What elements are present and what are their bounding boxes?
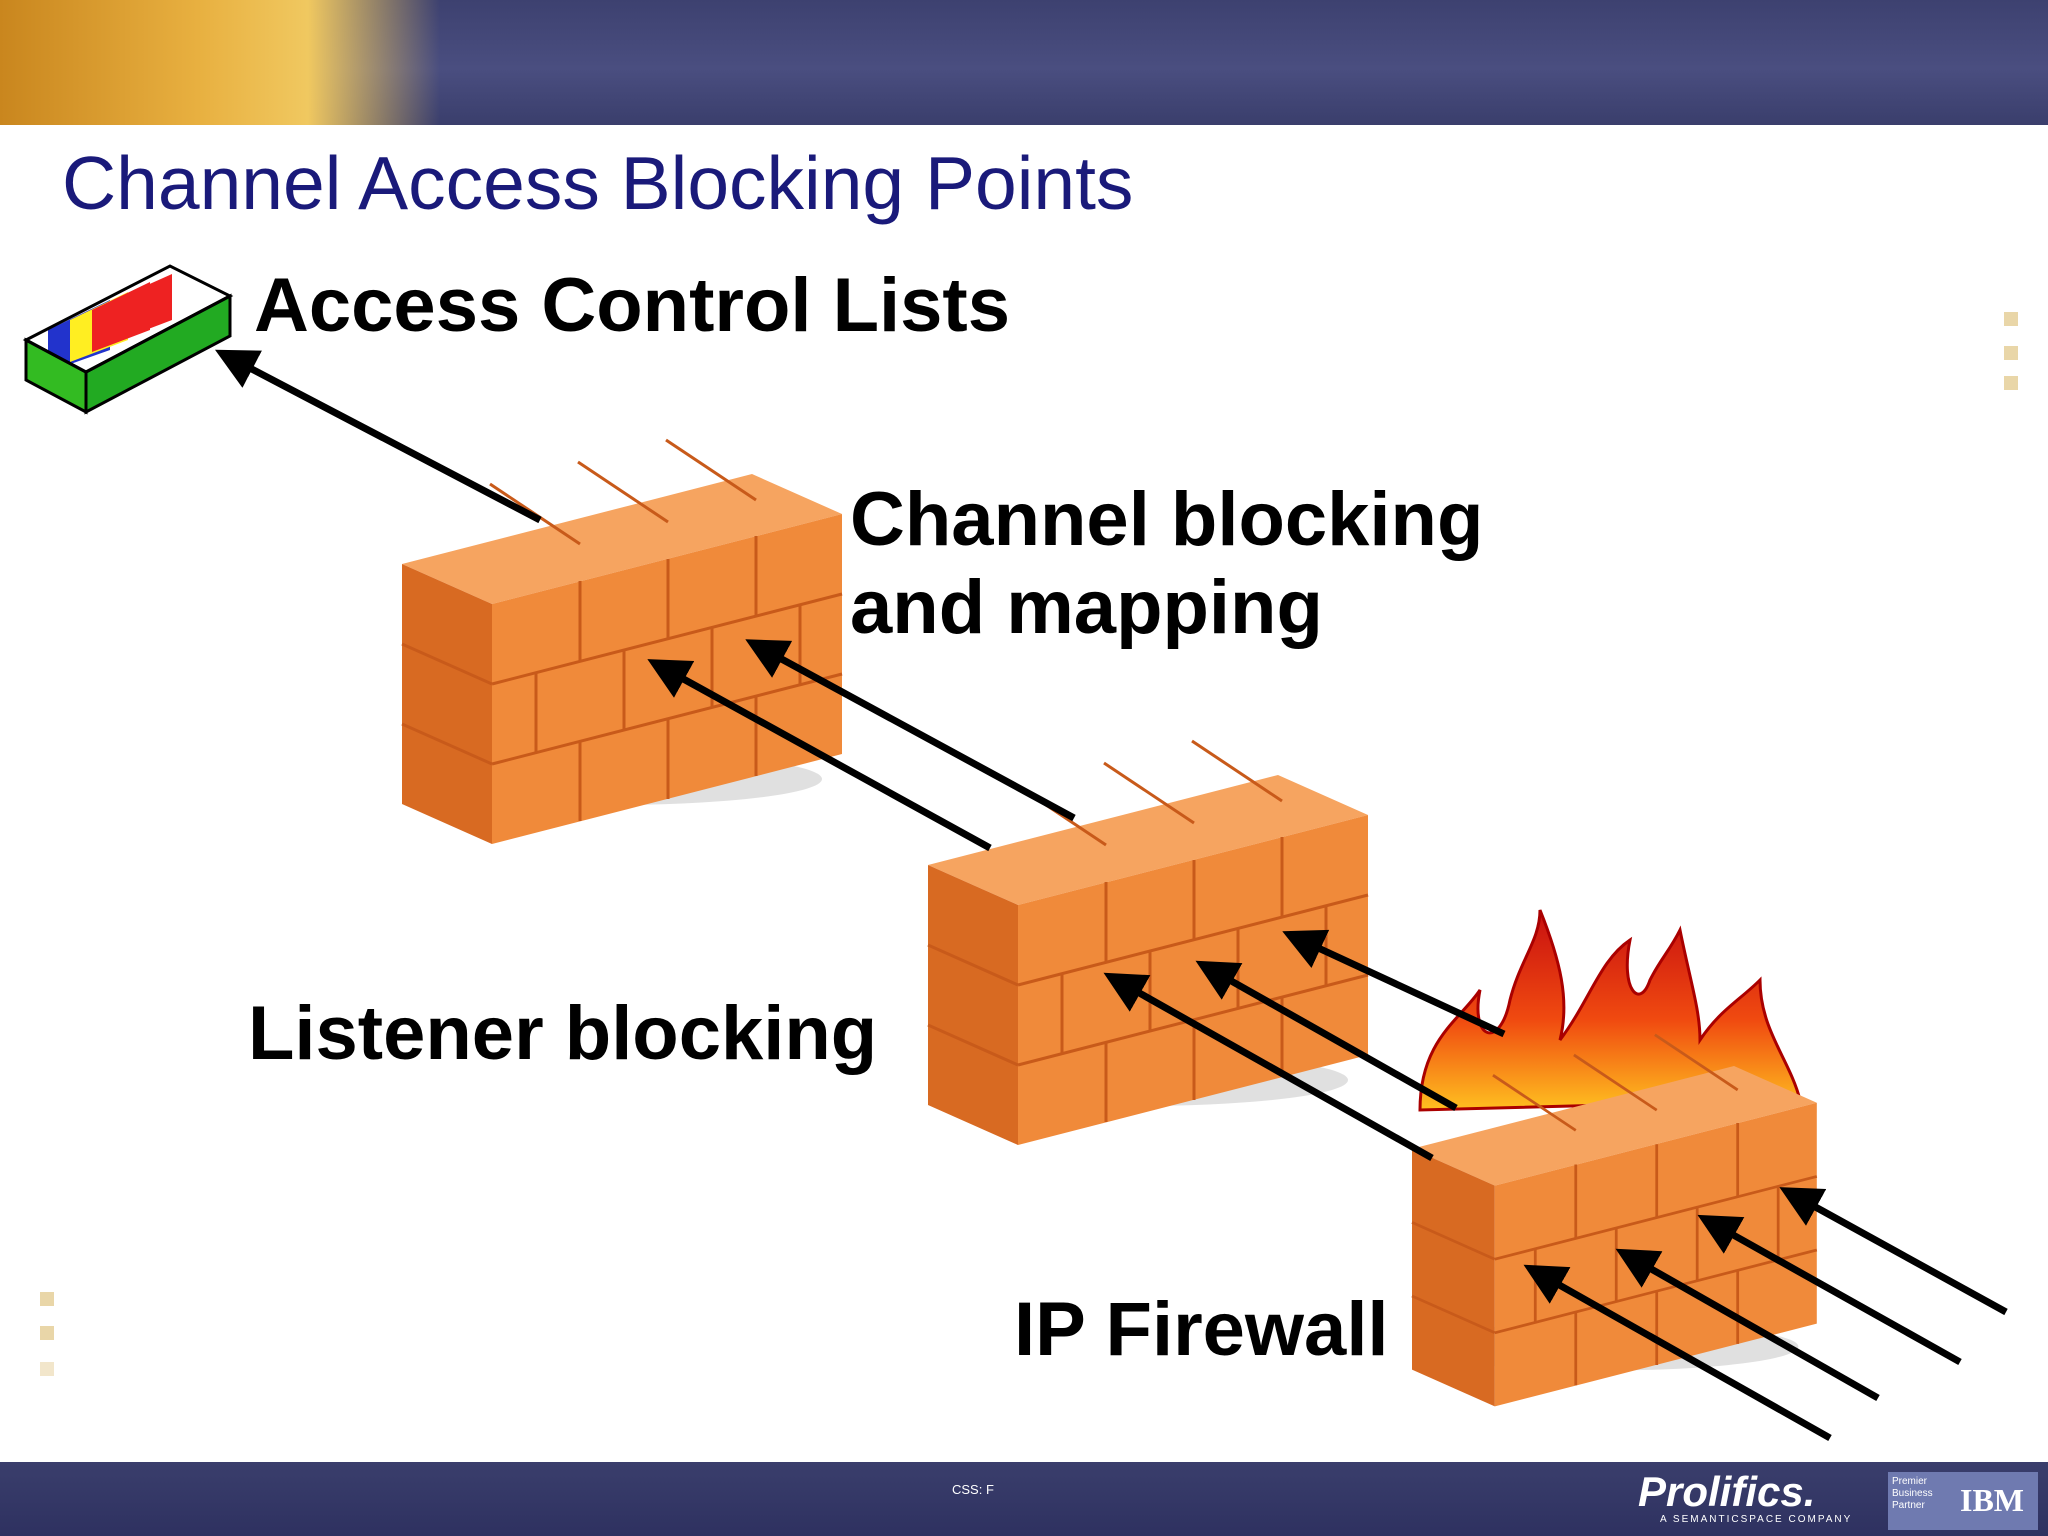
arrow-icon [1779,1187,2008,1316]
deco-dot [40,1292,54,1306]
acl-folder-box-icon [22,264,234,415]
prolifics-tagline: A SEMANTICSPACE COMPANY [1660,1514,1853,1525]
arrow-icon [647,659,992,852]
listener-label: Listener blocking [248,991,878,1076]
arrow-icon [1195,960,1458,1112]
slide-title: Channel Access Blocking Points [62,141,1134,225]
ibm-partner-badge [1888,1472,2038,1530]
arrow-icon [745,639,1076,822]
deco-dot [2004,376,2018,390]
footer-bar [0,1462,2048,1536]
channel-label-line2: and mapping [850,565,1323,650]
deco-dot [2004,346,2018,360]
deco-dot [40,1326,54,1340]
acl-label: Access Control Lists [254,263,1010,348]
deco-dot [40,1362,54,1376]
arrow-icon [1615,1248,1880,1402]
footer-code: CSS: F [952,1482,994,1497]
brick-wall-icon [400,438,844,846]
header-photo [0,0,440,125]
firewall-label: IP Firewall [1014,1287,1389,1372]
channel-label-line1: Channel blocking [850,477,1484,562]
arrow-icon [214,349,542,524]
arrow-icon [1282,929,1506,1038]
arrow-icon [1103,972,1434,1162]
partner-text: Premier Business Partner [1892,1476,1933,1511]
deco-dot [2004,312,2018,326]
prolifics-logo: Prolifics. [1638,1468,1816,1515]
flames-icon [1418,909,1802,1112]
arrow-icon [1523,1264,1832,1442]
arrow-icon [1697,1214,1962,1366]
ibm-logo: IBM [1960,1482,2024,1518]
